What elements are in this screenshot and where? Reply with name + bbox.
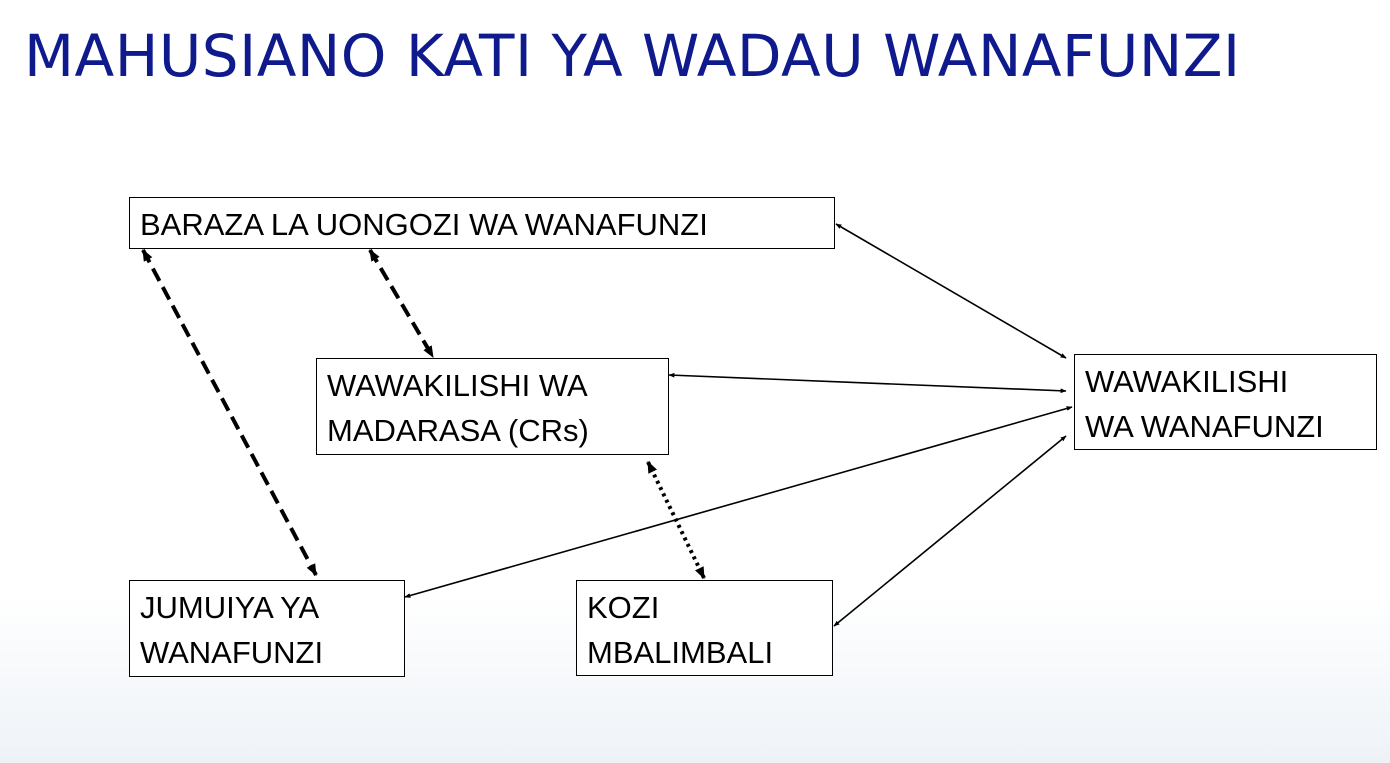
node-baraza-la-uongozi: BARAZA LA UONGOZI WA WANAFUNZI — [129, 197, 835, 249]
node-label-line: KOZI — [587, 590, 660, 625]
edge-kozi-wawakilishi — [833, 435, 1067, 627]
node-label-line: BARAZA LA UONGOZI WA WANAFUNZI — [140, 207, 708, 242]
edge-crs-wawakilishi — [668, 372, 1067, 394]
node-label-line: WAWAKILISHI WA — [327, 368, 588, 403]
node-label-line: WANAFUNZI — [140, 635, 324, 670]
node-label-line: MBALIMBALI — [587, 635, 774, 670]
node-wawakilishi-wa-wanafunzi: WAWAKILISHI WA WANAFUNZI — [1074, 354, 1377, 450]
node-label-line: WA WANAFUNZI — [1085, 409, 1324, 444]
node-label-line: JUMUIYA YA — [140, 590, 320, 625]
node-label-line: MADARASA (CRs) — [327, 413, 589, 448]
node-wawakilishi-wa-madarasa: WAWAKILISHI WA MADARASA (CRs) — [316, 358, 669, 455]
edge-crs-kozi — [646, 460, 706, 580]
node-label-line: WAWAKILISHI — [1085, 364, 1289, 399]
edge-baraza-crs — [368, 248, 435, 359]
edge-baraza-jumuiya — [141, 248, 318, 577]
edge-baraza-wawakilishi — [835, 223, 1067, 359]
node-kozi-mbalimbali: KOZI MBALIMBALI — [576, 580, 833, 676]
page-title: MAHUSIANO KATI YA WADAU WANAFUNZI — [24, 22, 1241, 90]
node-jumuiya-ya-wanafunzi: JUMUIYA YA WANAFUNZI — [129, 580, 405, 677]
